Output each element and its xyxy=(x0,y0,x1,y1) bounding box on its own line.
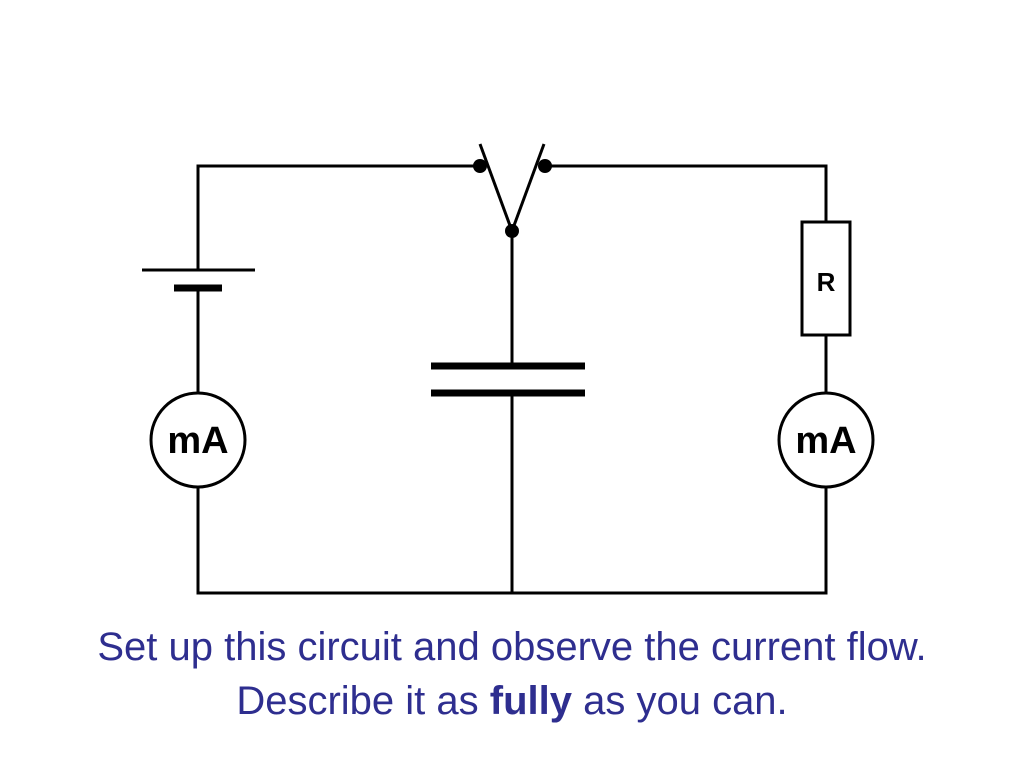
right-meter-label: mA xyxy=(795,420,856,462)
left-meter-circle xyxy=(149,391,247,489)
switch-arm-right xyxy=(510,143,546,232)
resistor-label: R xyxy=(817,267,836,297)
resistor: R xyxy=(800,220,852,337)
switch-contact-left xyxy=(473,159,487,173)
circuit-diagram: mA R mA xyxy=(142,143,875,595)
caption-line-2: Describe it as fully as you can. xyxy=(0,674,1024,728)
left-meter-label: mA xyxy=(167,420,228,462)
resistor-body xyxy=(800,220,852,337)
caption-line-2-end: as you can. xyxy=(571,679,788,723)
two-way-switch xyxy=(473,143,552,238)
caption-line-2-start: Describe it as xyxy=(236,679,490,723)
instruction-caption: Set up this circuit and observe the curr… xyxy=(0,620,1024,728)
switch-arm-left xyxy=(478,143,514,232)
capacitor xyxy=(431,362,585,397)
battery xyxy=(142,268,255,292)
left-milliammeter: mA xyxy=(149,391,247,489)
caption-emphasis: fully xyxy=(489,679,572,723)
right-milliammeter: mA xyxy=(777,391,875,489)
caption-line-1: Set up this circuit and observe the curr… xyxy=(97,625,927,669)
